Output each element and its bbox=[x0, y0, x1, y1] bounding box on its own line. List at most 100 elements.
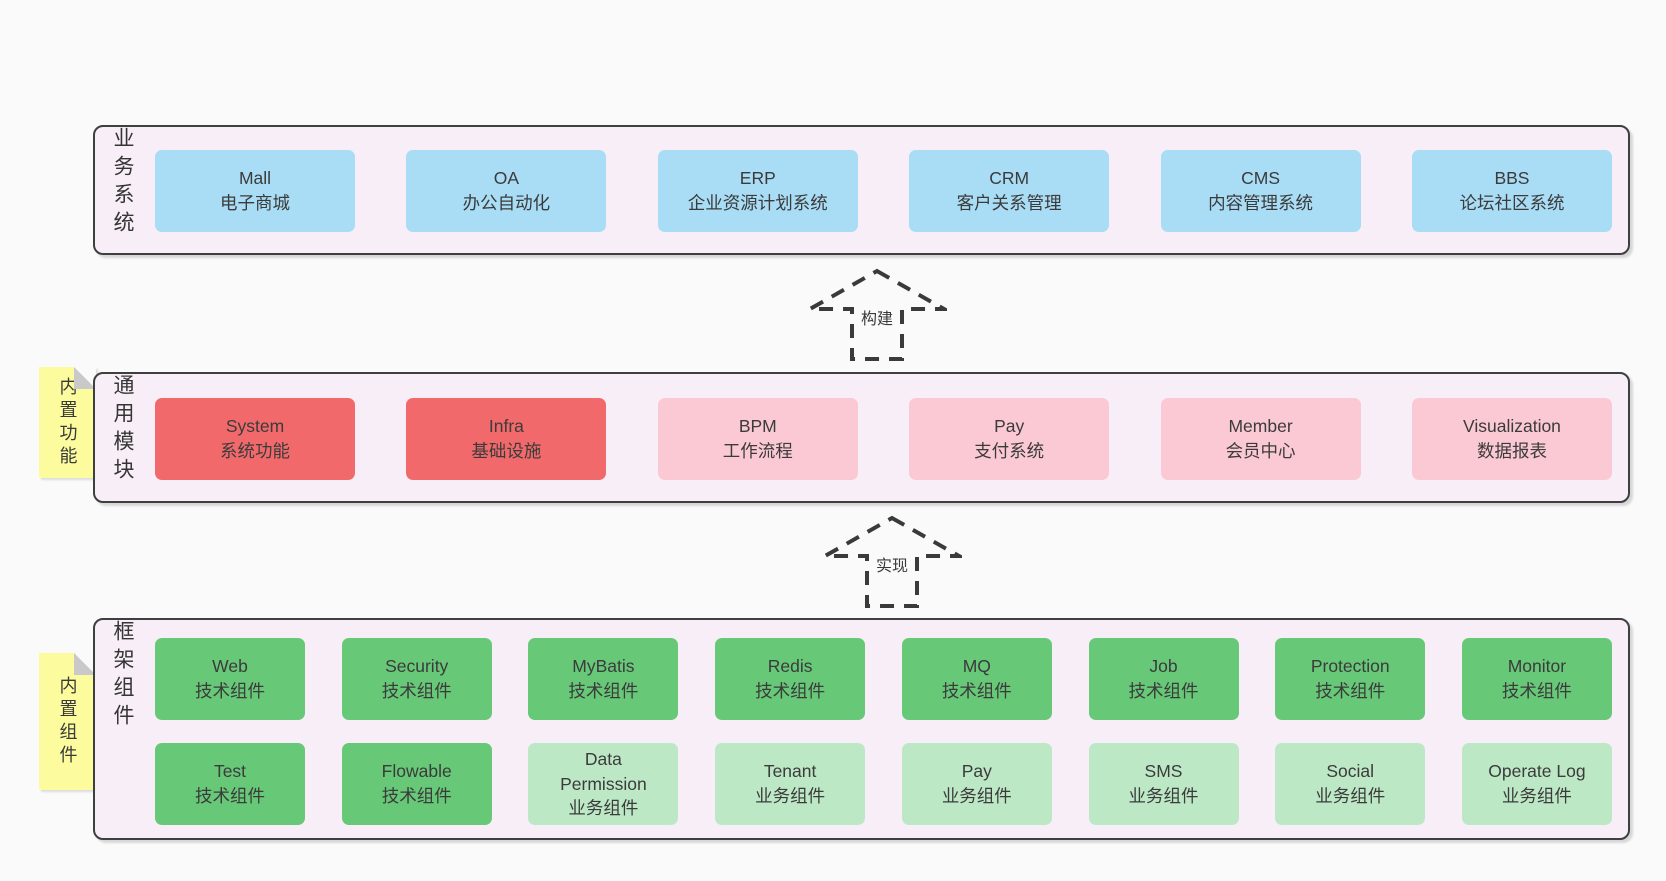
box-title: Member bbox=[1228, 416, 1293, 437]
box-title: Monitor bbox=[1507, 656, 1567, 677]
box-subtitle: 客户关系管理 bbox=[956, 193, 1062, 213]
layer-label-common-modules: 通用模块 bbox=[111, 374, 134, 486]
box-subtitle: 技术组件 bbox=[1128, 681, 1199, 701]
box-subtitle: 工作流程 bbox=[722, 441, 793, 461]
box-monitor: Monitor 技术组件 bbox=[1461, 638, 1612, 720]
box-sms: SMS 业务组件 bbox=[1088, 743, 1239, 825]
box-title: Social bbox=[1326, 761, 1375, 782]
box-title: Web bbox=[212, 656, 248, 677]
box-erp: ERP 企业资源计划系统 bbox=[657, 150, 858, 232]
box-mall: Mall 电子商城 bbox=[155, 150, 355, 232]
box-subtitle: 办公自动化 bbox=[462, 193, 551, 213]
arrow-build-label: 构建 bbox=[857, 304, 897, 330]
box-subtitle: 系统功能 bbox=[220, 441, 290, 461]
box-visualization: Visualization 数据报表 bbox=[1411, 398, 1612, 480]
box-system: System 系统功能 bbox=[155, 398, 355, 480]
box-subtitle: 会员中心 bbox=[1225, 441, 1296, 461]
box-member: Member 会员中心 bbox=[1160, 398, 1361, 480]
box-subtitle: 技术组件 bbox=[195, 681, 265, 701]
box-test: Test 技术组件 bbox=[155, 743, 305, 825]
box-flowable: Flowable 技术组件 bbox=[341, 743, 492, 825]
layer-business-systems: 业务系统 Mall 电子商城 OA 办公自动化 ERP 企业资源计划系统 CRM… bbox=[93, 125, 1630, 255]
box-subtitle: 技术组件 bbox=[941, 681, 1012, 701]
layer-common-modules: 通用模块 System 系统功能 Infra 基础设施 BPM 工作流程 Pay… bbox=[93, 372, 1630, 503]
box-subtitle: 企业资源计划系统 bbox=[687, 193, 828, 213]
layer-label-framework-components: 框架组件 bbox=[111, 620, 134, 732]
box-subtitle: 支付系统 bbox=[974, 441, 1045, 461]
box-cms: CMS 内容管理系统 bbox=[1160, 150, 1361, 232]
box-social: Social 业务组件 bbox=[1275, 743, 1426, 825]
box-protection: Protection 技术组件 bbox=[1275, 638, 1426, 720]
box-data-permission: Data Permission 业务组件 bbox=[528, 743, 679, 825]
box-subtitle: 技术组件 bbox=[381, 786, 452, 806]
box-pay-component: Pay 业务组件 bbox=[901, 743, 1052, 825]
box-title: Protection bbox=[1310, 656, 1390, 677]
box-web: Web 技术组件 bbox=[155, 638, 305, 720]
box-title: BBS bbox=[1494, 168, 1530, 189]
framework-boxes-row-1: Web 技术组件 Security 技术组件 MyBatis 技术组件 Redi… bbox=[155, 638, 1612, 720]
box-title: Test bbox=[213, 761, 247, 782]
box-pay-module: Pay 支付系统 bbox=[909, 398, 1110, 480]
arrow-build-up-icon: 构建 bbox=[807, 268, 947, 362]
box-subtitle: 业务组件 bbox=[568, 798, 639, 819]
box-bbs: BBS 论坛社区系统 bbox=[1411, 150, 1612, 232]
box-subtitle: 论坛社区系统 bbox=[1459, 193, 1565, 213]
box-subtitle: 业务组件 bbox=[941, 786, 1012, 806]
box-title: Redis bbox=[767, 656, 813, 677]
box-title: BPM bbox=[738, 416, 777, 437]
box-title: Visualization bbox=[1462, 416, 1561, 437]
box-mybatis: MyBatis 技术组件 bbox=[528, 638, 679, 720]
box-subtitle: 技术组件 bbox=[568, 681, 639, 701]
box-title: MyBatis bbox=[572, 656, 635, 677]
box-bpm: BPM 工作流程 bbox=[657, 398, 858, 480]
box-subtitle: 技术组件 bbox=[195, 786, 265, 806]
box-security: Security 技术组件 bbox=[341, 638, 492, 720]
box-title: OA bbox=[493, 168, 520, 189]
sticky-tab-built-in-features: 内置功能 bbox=[39, 367, 96, 478]
arrow-implement-up-icon: 实现 bbox=[822, 515, 962, 609]
box-subtitle: 内容管理系统 bbox=[1208, 193, 1314, 213]
box-subtitle: 电子商城 bbox=[220, 193, 290, 213]
box-subtitle: 技术组件 bbox=[1501, 681, 1572, 701]
box-title: Operate Log bbox=[1488, 761, 1586, 782]
box-subtitle: 业务组件 bbox=[1501, 786, 1572, 806]
box-title: SMS bbox=[1144, 761, 1183, 782]
box-subtitle: 技术组件 bbox=[755, 681, 826, 701]
box-subtitle: 业务组件 bbox=[755, 786, 826, 806]
box-tenant: Tenant 业务组件 bbox=[715, 743, 866, 825]
framework-boxes-row-2: Test 技术组件 Flowable 技术组件 Data Permission … bbox=[155, 743, 1612, 825]
box-title: Infra bbox=[488, 416, 524, 437]
box-subtitle: 技术组件 bbox=[1315, 681, 1386, 701]
box-title: System bbox=[225, 416, 285, 437]
box-job: Job 技术组件 bbox=[1088, 638, 1239, 720]
box-title: Mall bbox=[238, 168, 272, 189]
box-title: Flowable bbox=[381, 761, 452, 782]
box-subtitle: 数据报表 bbox=[1476, 441, 1547, 461]
box-title: Security bbox=[385, 656, 449, 677]
box-subtitle: 业务组件 bbox=[1128, 786, 1199, 806]
box-title: Job bbox=[1149, 656, 1178, 677]
box-title: CMS bbox=[1241, 168, 1280, 189]
box-title: MQ bbox=[962, 656, 991, 677]
box-oa: OA 办公自动化 bbox=[406, 150, 607, 232]
box-title: Tenant bbox=[763, 761, 817, 782]
layer-label-business-systems: 业务系统 bbox=[111, 127, 134, 239]
box-redis: Redis 技术组件 bbox=[715, 638, 866, 720]
box-subtitle: 技术组件 bbox=[381, 681, 452, 701]
layer-framework-components: 框架组件 Web 技术组件 Security 技术组件 MyBatis 技术组件… bbox=[93, 618, 1630, 840]
business-boxes-row: Mall 电子商城 OA 办公自动化 ERP 企业资源计划系统 CRM 客户关系… bbox=[155, 150, 1612, 232]
box-subtitle: 基础设施 bbox=[471, 441, 542, 461]
box-title: ERP bbox=[739, 168, 776, 189]
box-title: CRM bbox=[989, 168, 1030, 189]
box-infra: Infra 基础设施 bbox=[406, 398, 607, 480]
box-title: Data Permission bbox=[560, 748, 647, 794]
box-mq: MQ 技术组件 bbox=[901, 638, 1052, 720]
box-subtitle: 业务组件 bbox=[1315, 786, 1386, 806]
box-operate-log: Operate Log 业务组件 bbox=[1461, 743, 1612, 825]
common-boxes-row: System 系统功能 Infra 基础设施 BPM 工作流程 Pay 支付系统… bbox=[155, 398, 1612, 480]
box-title: Pay bbox=[961, 761, 992, 782]
sticky-tab-built-in-components: 内置组件 bbox=[39, 653, 96, 790]
box-crm: CRM 客户关系管理 bbox=[909, 150, 1110, 232]
arrow-implement-label: 实现 bbox=[872, 551, 912, 577]
